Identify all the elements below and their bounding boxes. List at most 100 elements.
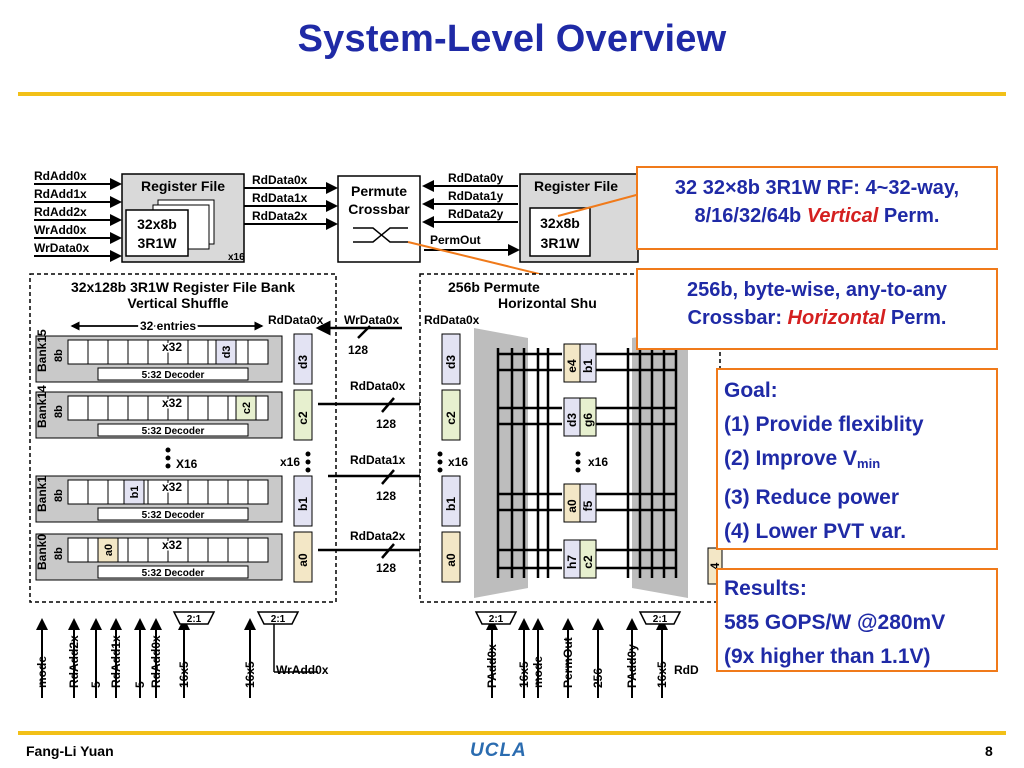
shuffle-out-cell (579, 483, 597, 523)
bus0-width: 128 (376, 417, 396, 431)
bottom-signal-label: PAdd0y (625, 644, 639, 688)
shuffle-out-cell (579, 343, 597, 383)
goal-item-1: (1) Provide flexiblity (724, 413, 924, 436)
bottom-signal-label: 5 (89, 681, 103, 688)
crossbar-block (337, 175, 421, 263)
bank-column-label: b1 (296, 497, 310, 511)
crossbar-icon (353, 227, 408, 243)
shuffle-out-label: c2 (581, 555, 595, 569)
shuffle-out-label: d3 (565, 413, 579, 427)
bank-x16: X16 (176, 457, 198, 471)
bank-rd-label: RdData0x (268, 313, 324, 327)
bank-column-label: a0 (296, 553, 310, 567)
rf-left-ports: 3R1W (138, 235, 178, 251)
callout-crossbar-line2-pre: Crossbar: (687, 307, 788, 329)
rf-right-ports: 3R1W (541, 235, 581, 251)
callout-crossbar-line2: Crossbar: Horizontal Perm. (638, 304, 996, 332)
mux-1: 2:1 (187, 614, 202, 625)
results-line1: 585 GOPS/W @280mV (724, 611, 946, 634)
mux-2: 2:1 (271, 614, 286, 625)
bus1-label: RdData1x (350, 453, 406, 467)
bus2-width: 128 (376, 561, 396, 575)
shuffle-input-cell (441, 333, 461, 385)
bank-mult: x32 (162, 396, 182, 410)
bank-name: Bank14 (35, 385, 49, 428)
bank-column-cell (293, 333, 313, 385)
bank-column-label: c2 (296, 411, 310, 425)
bank-mult: x32 (162, 480, 182, 494)
mux-3: 2:1 (489, 614, 504, 625)
system-block-diagram: RdAdd0x RdAdd1x RdAdd2x WrAdd0x WrData0x… (29, 169, 723, 698)
bank-bits: 8b (53, 547, 65, 560)
bank-mult: x32 (162, 538, 182, 552)
bank-decoder: 5:32 Decoder (142, 568, 205, 579)
bus1-width: 128 (376, 489, 396, 503)
bottom-signal-label: 16x5 (655, 661, 669, 688)
bank-bits: 8b (53, 405, 65, 418)
page-number: 8 (985, 743, 993, 759)
goal-item-2: (2) Improve Vmin (724, 442, 996, 481)
bank-column-cell (293, 475, 313, 527)
in-rddata2y: RdData2y (448, 207, 504, 221)
bottom-signal-label: 16x5 (517, 661, 531, 688)
bus0-label: RdData0x (350, 379, 406, 393)
callout-crossbar: 256b, byte-wise, any-to-any Crossbar: Ho… (636, 268, 998, 350)
bank-mult: x32 (162, 340, 182, 354)
bank-decoder: 5:32 Decoder (142, 426, 205, 437)
shuffle-right-cell: 4 (708, 562, 722, 569)
bank-cell (235, 395, 257, 421)
crossbar-permout: PermOut (430, 233, 481, 247)
shuffle-x16-mid: x16 (588, 455, 608, 469)
bottom-divider (18, 731, 1006, 735)
out-rddata2x: RdData2x (252, 209, 308, 223)
callout-rf-line2-pre: 8/16/32/64b (694, 205, 807, 227)
footer-author: Fang-Li Yuan (26, 743, 114, 759)
bank-cell-label: a0 (103, 544, 115, 556)
in-rdadd1x: RdAdd1x (34, 187, 87, 201)
goal-heading: Goal: (724, 379, 778, 402)
crossbar-line1: Permute (351, 183, 407, 199)
results-line2: (9x higher than 1.1V) (724, 645, 931, 668)
bank-cell-label: c2 (241, 402, 253, 414)
shuffle-input-label: c2 (444, 411, 458, 425)
callout-results: Results: 585 GOPS/W @280mV (9x higher th… (716, 568, 998, 672)
callout-crossbar-line1: 256b, byte-wise, any-to-any (686, 279, 948, 301)
bank-cell-label: b1 (129, 486, 141, 499)
goal-item-3: (3) Reduce power (724, 486, 900, 509)
shuffle-out-label: b1 (581, 359, 595, 373)
bank-column-cell (293, 531, 313, 583)
callout-rf: 32 32×8b 3R1W RF: 4~32-way, 8/16/32/64b … (636, 166, 998, 250)
shuffle-title1: 256b Permute (448, 279, 540, 295)
shuffle-input-label: d3 (444, 355, 458, 369)
bank-cell (215, 339, 237, 365)
rf-right-title: Register File (534, 178, 618, 194)
in-wradd0x: WrAdd0x (34, 223, 87, 237)
callout-crossbar-emphasis: Horizontal (787, 307, 886, 329)
bottom-signal-label: WrAdd0x (276, 663, 329, 677)
bank-decoder: 5:32 Decoder (142, 510, 205, 521)
shuffle-out-label: e4 (565, 359, 579, 373)
callout-goal: Goal: (1) Provide flexiblity (2) Improve… (716, 368, 998, 550)
shuffle-input-cell (441, 475, 461, 527)
bottom-signal-label: PAdd0x (485, 644, 499, 688)
out-rddata0x: RdData0x (252, 173, 308, 187)
bottom-signal-label: 256 (591, 668, 605, 688)
shuffle-out-cell (579, 539, 597, 579)
bottom-signal-label: 16x5 (243, 661, 257, 688)
in-rdadd2x: RdAdd2x (34, 205, 87, 219)
bank-name: Bank0 (35, 534, 49, 570)
bottom-signal-label: RdAdd1x (109, 635, 123, 688)
bank-panel-title2: Vertical Shuffle (127, 295, 228, 311)
results-heading: Results: (724, 577, 807, 600)
bottom-signal-label: RdAdd2x (67, 635, 81, 688)
bottom-signal-label: 5 (133, 681, 147, 688)
rf-left-title: Register File (141, 178, 225, 194)
in-rddata1y: RdData1y (448, 189, 504, 203)
left-input-labels: RdAdd0x RdAdd1x RdAdd2x WrAdd0x WrData0x (34, 169, 89, 255)
shuffle-out-label: g6 (581, 413, 595, 427)
in-wrdata0x: WrData0x (34, 241, 89, 255)
shuffle-out-cell (579, 397, 597, 437)
callout-rf-line2-post: Perm. (878, 205, 940, 227)
bank-panel-title1: 32x128b 3R1W Register File Bank (71, 279, 295, 295)
mux-group (172, 611, 682, 625)
